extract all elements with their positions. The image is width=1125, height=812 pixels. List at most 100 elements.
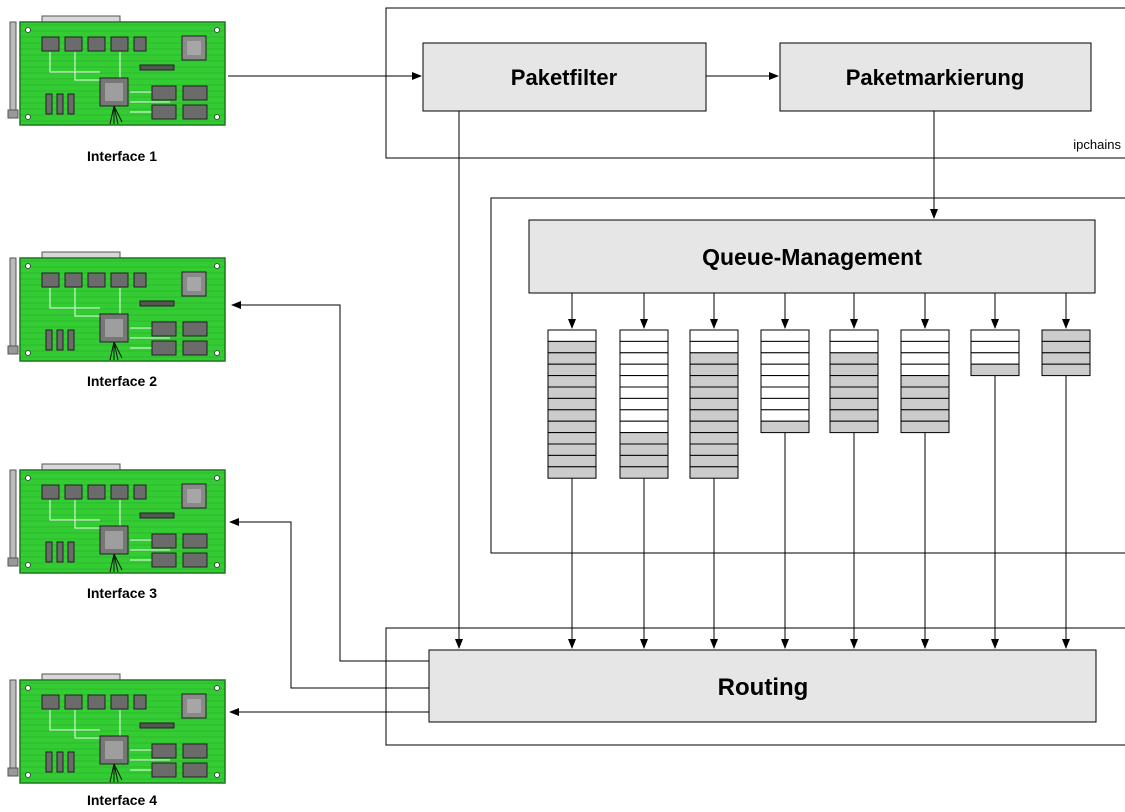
queue-slot	[829, 386, 879, 399]
queue-slot	[970, 363, 1020, 377]
queue-stack	[829, 329, 879, 434]
routing-frame	[385, 627, 1125, 746]
queue-slot	[829, 352, 879, 365]
paketmarkierung-block: Paketmarkierung	[779, 42, 1092, 112]
queue-slot	[689, 454, 739, 468]
interface-2-card: Interface 2	[7, 251, 226, 389]
routing-block: Routing	[428, 649, 1097, 723]
queue-slot	[760, 352, 810, 365]
queue-slot	[619, 466, 669, 479]
interface-4-card: Interface 4	[7, 673, 226, 808]
queue-slot	[547, 386, 597, 399]
queue-slot	[829, 363, 879, 377]
queue-slot	[760, 397, 810, 411]
queue-slot	[829, 340, 879, 354]
queue-slot	[547, 443, 597, 456]
queue-slot	[689, 352, 739, 365]
queue-slot	[760, 409, 810, 422]
queue-slot	[619, 375, 669, 388]
interface-3-label: Interface 3	[87, 585, 157, 601]
queue-slot	[970, 329, 1020, 342]
interface-1-label: Interface 1	[87, 148, 157, 164]
queue-slot	[689, 375, 739, 388]
connector-group	[228, 72, 938, 716]
queue-stack	[970, 329, 1020, 377]
queue-management-label: Queue-Management	[702, 244, 922, 270]
arrow-routing-to-interface2	[231, 301, 429, 662]
queue-slot	[900, 386, 950, 399]
queue-slot	[547, 420, 597, 434]
queue-slot	[760, 420, 810, 434]
queue-stack	[547, 329, 597, 479]
queue-slot	[900, 352, 950, 365]
ipchains-frame	[385, 7, 1125, 159]
queue-slot	[619, 329, 669, 342]
queue-slot	[1041, 329, 1091, 342]
queue-slot	[547, 409, 597, 422]
interface-4-label: Interface 4	[87, 792, 157, 808]
network-card-icon	[7, 15, 226, 126]
queue-slot	[829, 375, 879, 388]
queue-slot	[619, 420, 669, 434]
queue-slot	[970, 352, 1020, 365]
queue-stack-group	[547, 293, 1091, 649]
queue-slot	[689, 432, 739, 445]
queue-slot	[547, 329, 597, 342]
queue-stack	[689, 329, 739, 479]
queue-slot	[900, 340, 950, 354]
queue-slot	[547, 340, 597, 354]
ipchains-label: ipchains	[1073, 137, 1121, 152]
queue-frame	[490, 197, 1125, 554]
queue-slot	[619, 397, 669, 411]
queue-slot	[900, 409, 950, 422]
queue-slot	[1041, 340, 1091, 354]
network-card-icon	[7, 251, 226, 362]
queue-slot	[689, 340, 739, 354]
queue-slot	[689, 363, 739, 377]
network-card-icon	[7, 463, 226, 574]
queue-slot	[760, 329, 810, 342]
queue-slot	[619, 432, 669, 445]
queue-slot	[1041, 363, 1091, 377]
queue-slot	[619, 454, 669, 468]
queue-stack	[619, 329, 669, 479]
queue-slot	[547, 363, 597, 377]
network-card-icon	[7, 673, 226, 784]
queue-slot	[689, 386, 739, 399]
queue-slot	[689, 397, 739, 411]
queue-management-block: Queue-Management	[528, 219, 1096, 294]
queue-slot	[619, 409, 669, 422]
queue-slot	[829, 409, 879, 422]
queue-slot	[619, 352, 669, 365]
queue-slot	[829, 397, 879, 411]
queue-slot	[900, 397, 950, 411]
queue-slot	[547, 466, 597, 479]
queue-slot	[760, 386, 810, 399]
queue-slot	[689, 409, 739, 422]
queue-slot	[1041, 352, 1091, 365]
queue-slot	[829, 329, 879, 342]
queue-slot	[970, 340, 1020, 354]
queue-slot	[619, 386, 669, 399]
queue-slot	[760, 363, 810, 377]
routing-label: Routing	[718, 674, 809, 701]
queue-slot	[900, 363, 950, 377]
interface-2-label: Interface 2	[87, 373, 157, 389]
paketfilter-block: Paketfilter	[422, 42, 707, 112]
queue-slot	[547, 352, 597, 365]
queue-slot	[547, 432, 597, 445]
queue-slot	[760, 375, 810, 388]
queue-stack	[900, 329, 950, 434]
queue-slot	[689, 420, 739, 434]
queue-slot	[900, 329, 950, 342]
queue-slot	[547, 454, 597, 468]
queue-slot	[619, 443, 669, 456]
queue-slot	[760, 340, 810, 354]
queue-slot	[900, 420, 950, 434]
queue-slot	[547, 375, 597, 388]
interface-3-card: Interface 3	[7, 463, 226, 601]
queue-stack	[760, 329, 810, 434]
arrow-routing-to-interface3	[229, 518, 429, 689]
paketfilter-label: Paketfilter	[511, 65, 618, 90]
